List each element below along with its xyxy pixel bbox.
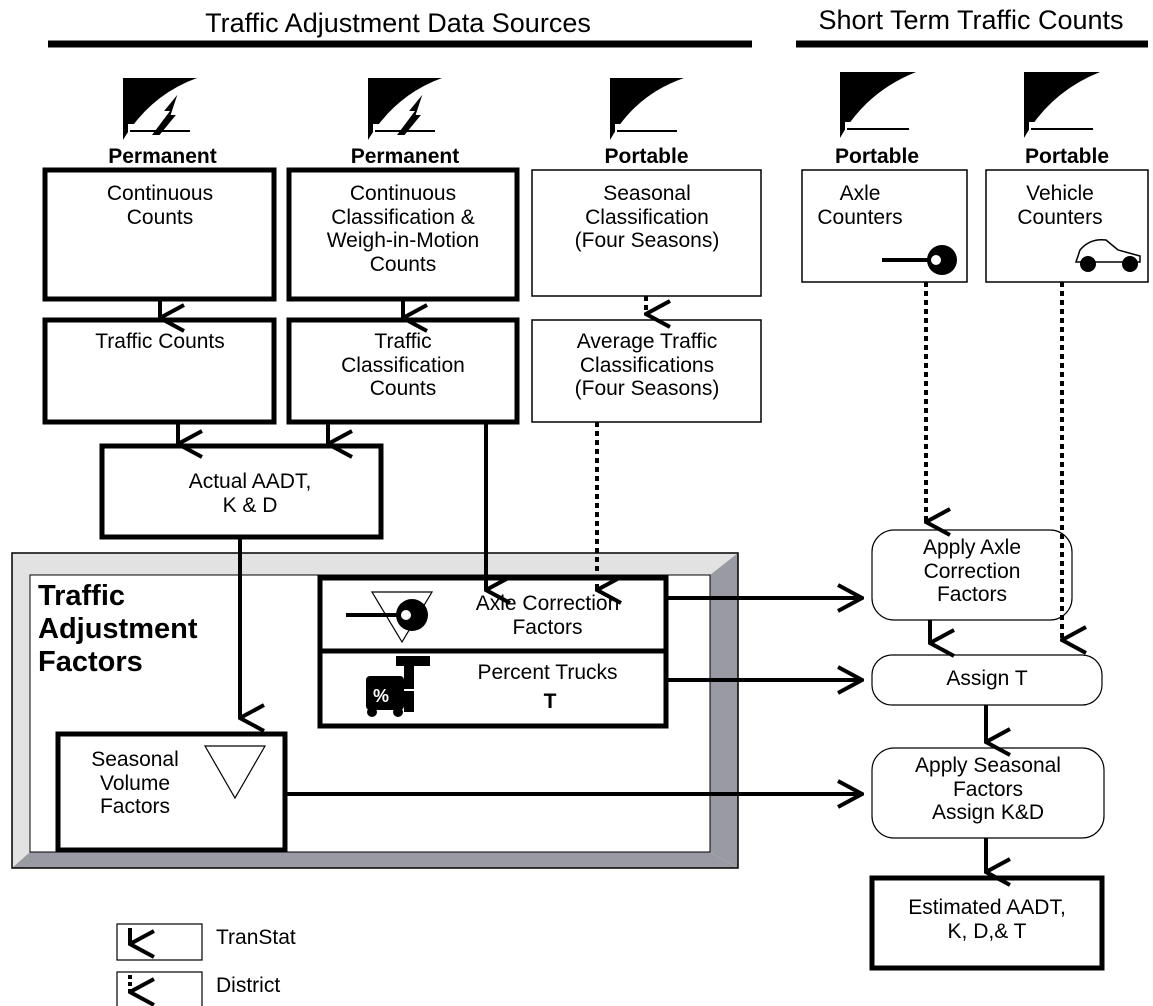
- caption-portable-2: Portable: [834, 145, 920, 168]
- svg-text:%: %: [373, 686, 389, 706]
- traffic-counter-lightning-icon: [368, 78, 442, 140]
- axle-triangle-icon: [346, 591, 434, 644]
- label-percent-trucks: Percent Trucks: [477, 661, 618, 684]
- triangle-icon: [203, 745, 267, 800]
- traffic-counter-lightning-icon: [123, 78, 197, 140]
- caption-portable-3: Portable: [1024, 145, 1110, 168]
- label-percent-trucks-symbol: T: [543, 690, 557, 713]
- label-estimated-aadt: Estimated AADT,K, D,& T: [908, 896, 1066, 943]
- legend-solid-swatch: [116, 923, 203, 961]
- legend-dotted-swatch: [116, 971, 203, 1006]
- box-traffic-classification-counts: [286, 317, 520, 425]
- caption-portable-1: Portable: [604, 145, 689, 168]
- car-icon: [1074, 238, 1141, 272]
- label-traffic-counts: Traffic Counts: [95, 330, 225, 353]
- header-short-term-counts: Short Term Traffic Counts: [818, 5, 1124, 35]
- box-traffic-counts: [42, 317, 277, 425]
- box-seasonal-classification: [531, 169, 762, 297]
- traffic-counter-icon: [610, 78, 685, 141]
- box-continuous-classification: [286, 167, 520, 302]
- legend-label-transtat: TranStat: [216, 926, 296, 949]
- box-apply-axle-correction: [871, 529, 1073, 621]
- label-actual-aadt: Actual AADT,K & D: [188, 470, 312, 517]
- box-average-traffic-classifications: [531, 319, 762, 423]
- caption-permanent-2: Permanent: [350, 145, 460, 168]
- box-actual-aadt: [99, 443, 384, 540]
- axle-sensor-icon: [882, 245, 957, 275]
- header-data-sources: Traffic Adjustment Data Sources: [205, 8, 591, 38]
- truck-icon: %: [366, 656, 430, 717]
- box-vehicle-counters: [985, 169, 1149, 283]
- box-percent-trucks: [317, 648, 669, 729]
- box-continuous-counts: [42, 167, 277, 302]
- traffic-counter-icon: [1024, 72, 1101, 139]
- legend-label-district: District: [216, 974, 281, 997]
- label-assign-t: Assign T: [946, 667, 1028, 690]
- caption-permanent-1: Permanent: [108, 145, 217, 168]
- traffic-counter-icon: [840, 72, 917, 139]
